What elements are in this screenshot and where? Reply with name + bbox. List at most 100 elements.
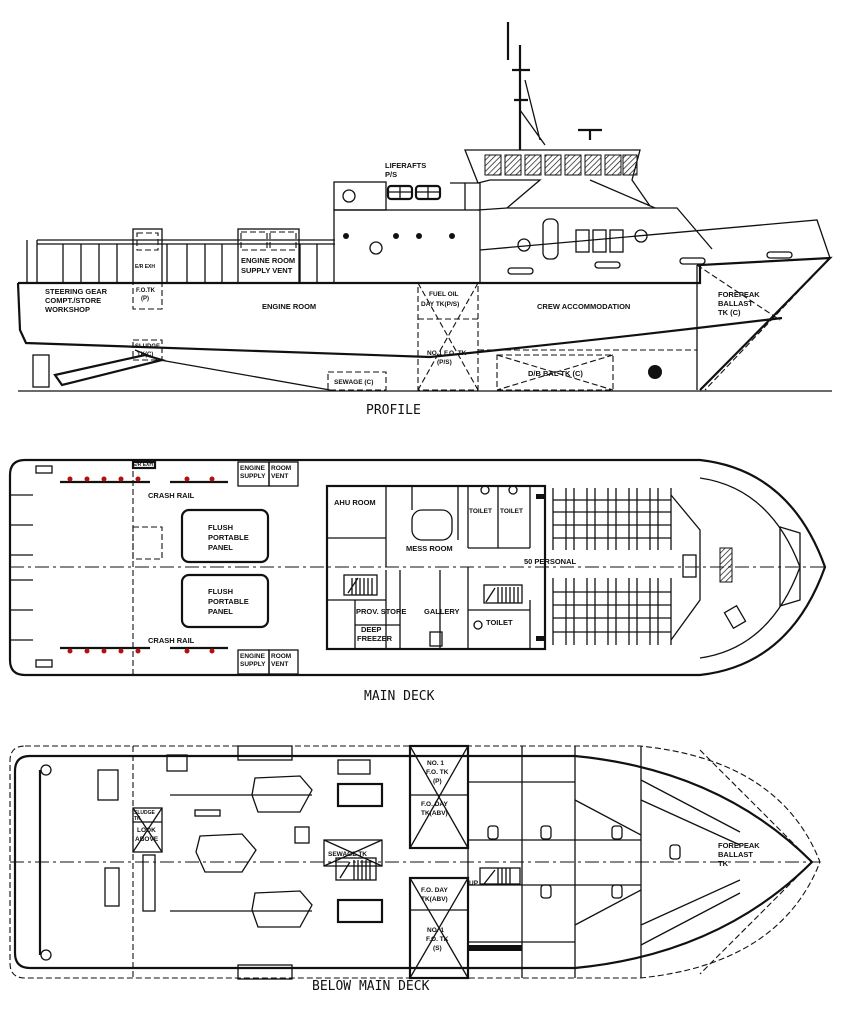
flush-portable-panel-top xyxy=(180,508,270,564)
fuel-tanks-plan xyxy=(408,744,470,980)
label-fo-day-top-2: TK(ABV) xyxy=(421,810,448,817)
label-bd-sludge-tk: TK xyxy=(134,816,141,822)
label-50-personal: 50 PERSONAL xyxy=(524,557,577,566)
forepeak-tank xyxy=(696,257,831,391)
sludge-tank-plan xyxy=(132,807,163,853)
below-deck-title: BELOW MAIN DECK xyxy=(312,979,430,994)
label-liferafts: LIFERAFTS xyxy=(385,161,426,170)
label-sludge-tk: TK(C) xyxy=(137,352,153,358)
accommodation-block xyxy=(477,207,713,250)
label-db-bal: D/B BAL TK (C) xyxy=(528,369,583,378)
main-deck-title: MAIN DECK xyxy=(364,689,435,704)
label-fo-day-bottom-2: TK(ABV) xyxy=(421,896,448,903)
label-no1-fo-s-3: (S) xyxy=(433,945,442,952)
label-bd-ballast: BALLAST xyxy=(718,850,753,859)
sewage-tank-plan xyxy=(323,839,383,867)
label-no1-fo-p: NO. 1 xyxy=(427,760,444,767)
label-forepeak: FOREPEAK xyxy=(718,290,760,299)
label-sewage: SEWAGE (C) xyxy=(334,379,373,386)
label-sludge: SLUDGE xyxy=(135,344,160,350)
label-up: UP xyxy=(469,880,479,887)
label-steering-3: WORKSHOP xyxy=(45,305,90,314)
main-deck-plan: E/R EXH CRASH RAIL CRASH RAIL FLUSH PORT… xyxy=(8,458,827,704)
label-er-exh: E/R EXH xyxy=(135,264,155,270)
label-engine-room: ENGINE ROOM xyxy=(262,302,316,311)
label-deep: DEEP xyxy=(361,625,381,634)
label-flush-5: PORTABLE xyxy=(208,597,249,606)
below-deck-outline xyxy=(9,745,821,979)
label-fo-day-top: F.O. DAY xyxy=(421,801,449,808)
crash-rail-bottom xyxy=(60,646,228,654)
label-bd-forepeak: FOREPEAK xyxy=(718,841,760,850)
label-no1-fo-p-3: (P) xyxy=(433,778,442,785)
label-room-vent-bottom: ROOM VENT xyxy=(271,653,292,668)
label-supply-vent: ENGINE ROOM xyxy=(241,256,295,265)
deckhouse xyxy=(333,209,481,284)
bulwark-rail xyxy=(26,239,335,283)
crew-accommodation-bounds xyxy=(478,282,697,351)
label-mess-room: MESS ROOM xyxy=(406,544,453,553)
label-above: ABOVE xyxy=(135,836,159,843)
passenger-seating xyxy=(552,488,701,645)
rudder xyxy=(32,354,50,388)
label-engine-supply-top: ENGINE SUPPLY xyxy=(240,465,266,480)
anchor-windlass-icon xyxy=(719,547,733,583)
label-crash-rail-bottom: CRASH RAIL xyxy=(148,636,195,645)
label-toilet-2: TOILET xyxy=(500,508,523,515)
label-bd-sludge: SLUDGE xyxy=(134,810,156,816)
label-prov-store: PROV. STORE xyxy=(356,607,406,616)
label-forepeak-3: TK (C) xyxy=(718,308,741,317)
wheelhouse xyxy=(464,149,656,209)
sludge-tank xyxy=(132,339,163,361)
label-fuel-day: DAY TK(P/S) xyxy=(421,301,459,308)
label-no1-fo-s: NO. 1 xyxy=(427,927,444,934)
below-deck-plan: SLUDGE TK LOOK ABOVE NO. 1 F.O. TK (P) F… xyxy=(9,744,821,994)
hull-waterline xyxy=(16,282,783,359)
fo-tank-p xyxy=(132,282,163,310)
label-toilet-1: TOILET xyxy=(469,508,492,515)
label-supply-vent-2: SUPPLY VENT xyxy=(241,266,293,275)
label-steering-2: COMPT./STORE xyxy=(45,296,101,305)
label-crash-rail-top: CRASH RAIL xyxy=(148,491,195,500)
bulwark-bow xyxy=(479,219,831,259)
label-sewage-tk: SEWAGE TK xyxy=(328,851,367,858)
bow-thruster-icon xyxy=(648,365,662,379)
label-room-vent-top: ROOM VENT xyxy=(271,465,292,480)
label-no1-fo-p-2: F.O. TK xyxy=(426,769,449,776)
keel-line xyxy=(134,349,331,391)
radar-antenna xyxy=(578,128,602,140)
er-exhaust-casing xyxy=(132,228,163,284)
label-no1-fo-s-2: F.O. TK xyxy=(426,936,449,943)
label-engine-supply-bottom: ENGINE SUPPLY xyxy=(240,653,266,668)
label-ahu-room: AHU ROOM xyxy=(334,498,376,507)
flush-portable-panel-bottom xyxy=(180,573,270,629)
upper-deckhouse xyxy=(333,181,387,211)
fuel-oil-tanks xyxy=(417,282,479,391)
label-look: LOOK xyxy=(137,827,156,834)
engine-room-supply-vent xyxy=(237,228,300,284)
below-deck-cabins xyxy=(468,779,741,951)
label-fo-day-bottom: F.O. DAY xyxy=(421,887,449,894)
deckhouse-plan xyxy=(325,484,547,651)
profile-title: PROFILE xyxy=(366,403,421,418)
label-liferafts-ps: P/S xyxy=(385,170,397,179)
label-bd-tk: TK xyxy=(718,859,729,868)
label-fo-tk-p: (P) xyxy=(141,296,149,302)
main-engines xyxy=(170,775,313,928)
label-toilet-3: TOILET xyxy=(486,618,513,627)
rail-stanchions xyxy=(62,244,318,283)
label-flush-2: PORTABLE xyxy=(208,533,249,542)
label-flush-4: FLUSH xyxy=(208,587,233,596)
profile-view: LIFERAFTS P/S E/R EXH ENGINE ROOM SUPPLY… xyxy=(16,22,833,418)
label-md-er-exh: E/R EXH xyxy=(133,462,153,468)
wheelhouse-windows xyxy=(484,154,638,176)
label-flush-6: PANEL xyxy=(208,607,233,616)
label-crew-accommodation: CREW ACCOMMODATION xyxy=(537,302,630,311)
hull-outline xyxy=(18,256,833,391)
label-freezer: FREEZER xyxy=(357,634,393,643)
label-steering: STEERING GEAR xyxy=(45,287,108,296)
label-fo-tk: F.O.TK xyxy=(136,288,156,294)
label-no1-fo-ps: (P/S) xyxy=(437,359,452,366)
below-deck-hull xyxy=(13,754,814,970)
